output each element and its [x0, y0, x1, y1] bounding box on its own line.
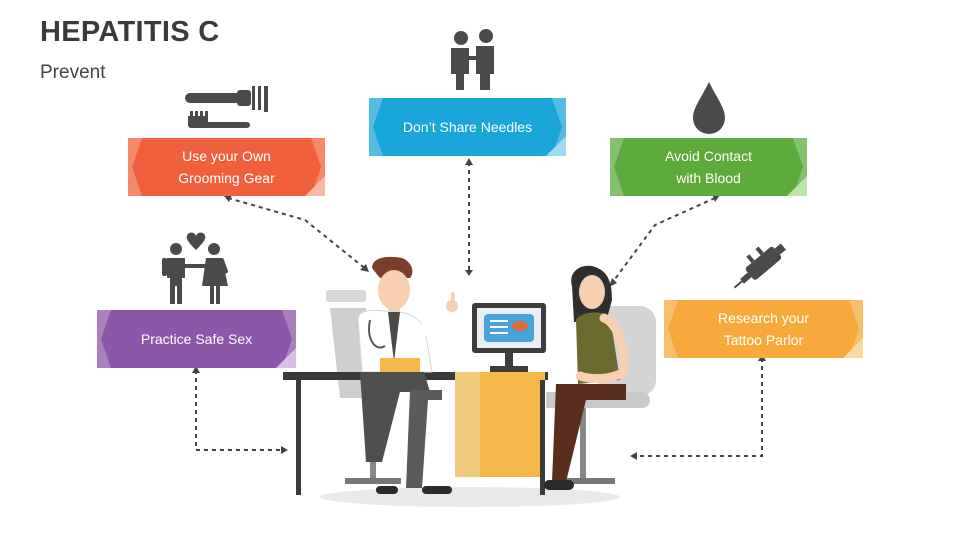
blood-drop-icon — [693, 82, 725, 134]
tip-box-grooming: Use your Own Grooming Gear — [128, 138, 325, 196]
razor-toothbrush-icon — [185, 86, 268, 128]
tip-box-needles: Don’t Share Needles — [369, 98, 566, 156]
couple-heart-icon — [162, 232, 228, 304]
connector-blood — [611, 197, 716, 284]
tip-box-tattoo: Research your Tattoo Parlor — [664, 300, 863, 358]
connectors — [195, 162, 763, 457]
connector-sex — [195, 370, 283, 451]
tip-label-needles: Don’t Share Needles — [402, 119, 533, 135]
connector-tattoo — [634, 358, 763, 457]
tattoo-machine-icon — [733, 243, 786, 289]
tip-label-tattoo: Research your Tattoo Parlor — [717, 310, 810, 348]
connector-grooming — [227, 197, 368, 271]
people-sharing-icon — [451, 29, 494, 90]
consultation-illustration — [283, 256, 656, 507]
tip-label-grooming: Use your Own Grooming Gear — [178, 148, 275, 186]
slide-title: HEPATITIS C — [40, 16, 220, 48]
slide-subtitle: Prevent — [40, 62, 106, 83]
tip-box-blood: Avoid Contact with Blood — [610, 138, 807, 196]
tip-label-blood: Avoid Contact with Blood — [665, 148, 752, 186]
tip-label-sex: Practice Safe Sex — [140, 331, 253, 347]
tip-box-sex: Practice Safe Sex — [97, 310, 296, 368]
